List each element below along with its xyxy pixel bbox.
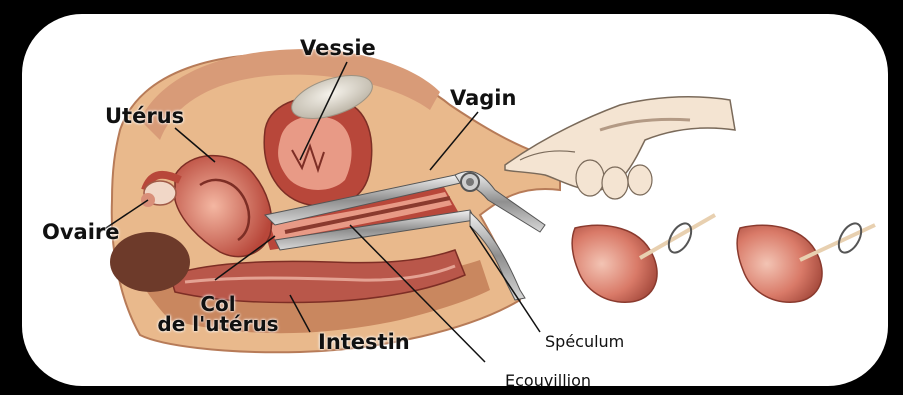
- label-speculum: Spéculum: [545, 332, 624, 351]
- label-vagin: Vagin: [450, 86, 516, 110]
- label-col-line1: Col: [148, 294, 288, 314]
- label-col-line2: de l'utérus: [148, 314, 288, 334]
- label-vessie: Vessie: [300, 36, 376, 60]
- label-ovaire: Ovaire: [42, 220, 120, 244]
- pelvic-cavity: [110, 232, 190, 292]
- label-intestin: Intestin: [318, 330, 410, 354]
- label-ecouvillion: Ecouvillion: [505, 371, 591, 390]
- label-uterus: Utérus: [105, 104, 184, 128]
- label-col-uterus: Col de l'utérus: [148, 294, 288, 334]
